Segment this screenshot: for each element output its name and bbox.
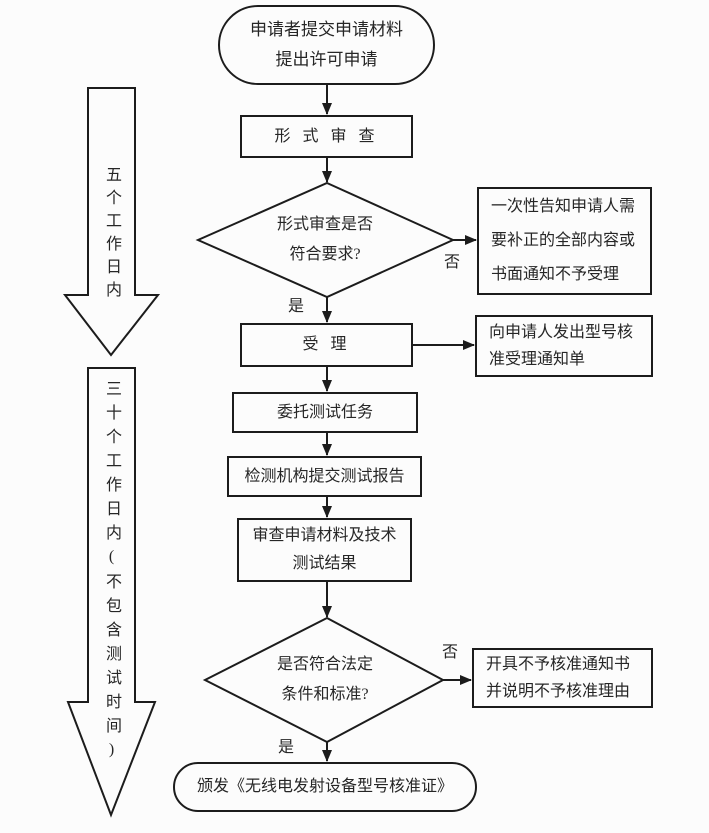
- node-acceptance-notice: 向申请人发出型号核 准受理通知单: [475, 315, 653, 377]
- node-accept: 受 理: [240, 323, 413, 367]
- branch-label-legal-no: 否: [442, 644, 459, 661]
- branch-label-formal-no: 否: [444, 254, 461, 271]
- big-arrow-five-days: [62, 87, 161, 357]
- node-notify-correction: 一次性告知申请人需 要补正的全部内容或 书面通知不予受理: [477, 187, 652, 295]
- node-formal-review: 形 式 审 查: [240, 115, 413, 158]
- timeline-thirty-days-label: 三十个工作日内(不包含测试时间): [103, 380, 120, 766]
- branch-label-legal-yes: 是: [278, 739, 295, 756]
- node-rejection-notice: 开具不予核准通知书 并说明不予核准理由: [472, 648, 653, 708]
- node-review-results: 审查申请材料及技术 测试结果: [237, 518, 412, 582]
- node-start: 申请者提交申请材料 提出许可申请: [218, 5, 435, 85]
- node-formal-review-decision-text: 形式审查是否 符合要求?: [276, 216, 373, 263]
- node-issue-certificate: 颁发《无线电发射设备型号核准证》: [173, 762, 477, 812]
- timeline-five-days-label: 五个工作日内: [103, 166, 120, 304]
- node-commission-test: 委托测试任务: [232, 392, 418, 433]
- branch-label-formal-yes: 是: [288, 298, 305, 315]
- big-arrow-thirty-days: [66, 367, 157, 818]
- node-legal-decision-text: 是否符合法定 条件和标准?: [276, 656, 373, 703]
- node-test-report: 检测机构提交测试报告: [227, 456, 422, 497]
